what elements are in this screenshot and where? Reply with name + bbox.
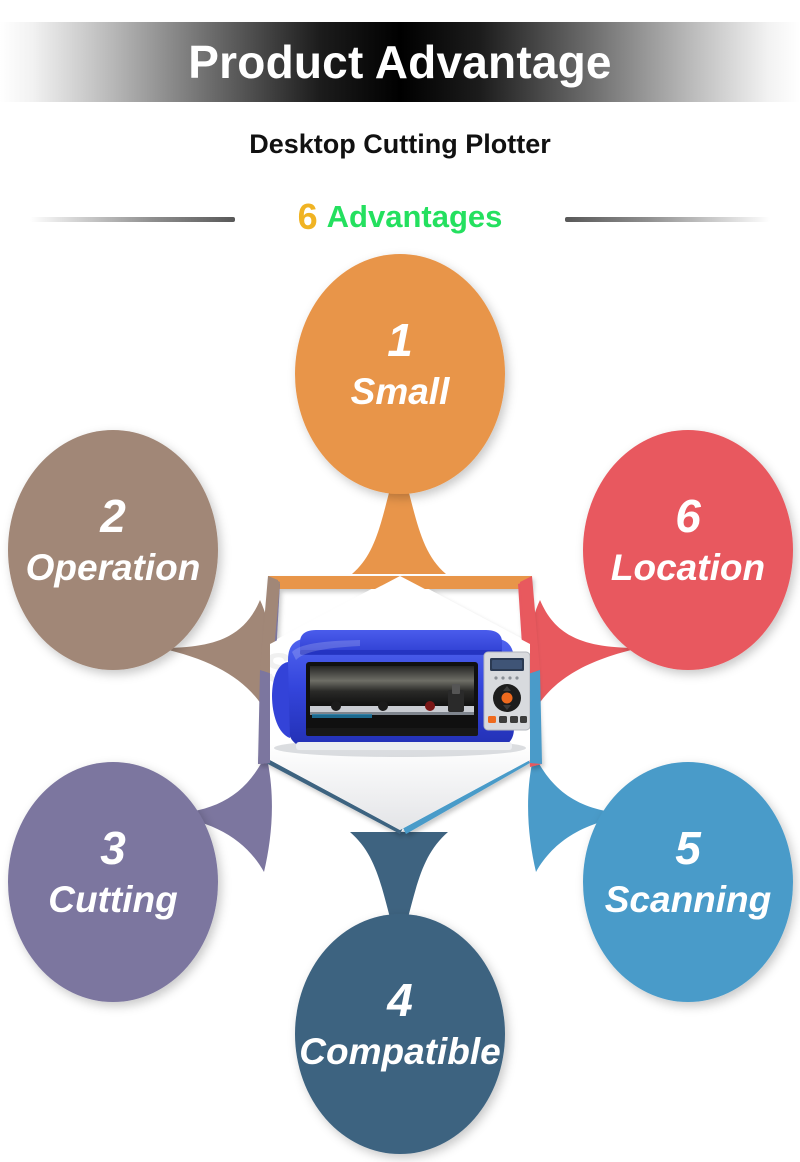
node-5-bubble[interactable] — [583, 762, 793, 1002]
connector-to-node-4 — [350, 832, 448, 950]
plotter-control-panel — [483, 651, 530, 731]
header-banner: Product Advantage — [0, 22, 800, 102]
advantage-node-1[interactable]: 1 Small — [295, 254, 505, 494]
divider-rule-left — [30, 217, 235, 222]
node-1-number: 1 — [387, 314, 413, 366]
advantage-node-2[interactable]: 2 Operation — [8, 430, 218, 670]
page-title: Product Advantage — [188, 36, 612, 88]
advantage-word: Advantages — [326, 199, 503, 234]
node-5-label: Scanning — [605, 879, 772, 920]
connector-to-node-5 — [528, 754, 640, 872]
node-4-bubble[interactable] — [295, 914, 505, 1154]
node-1-label: Small — [351, 371, 450, 412]
node-6-number: 6 — [675, 490, 701, 542]
advantage-node-6[interactable]: 6 Location — [583, 430, 793, 670]
node-2-label: Operation — [26, 547, 201, 588]
advantage-node-5[interactable]: 5 Scanning — [583, 762, 793, 1002]
page-subtitle: Desktop Cutting Plotter — [249, 129, 551, 159]
connector-to-node-2 — [160, 600, 272, 712]
connector-to-node-3 — [160, 754, 272, 872]
plotter-device — [272, 630, 530, 757]
node-4-label: Compatible — [299, 1031, 500, 1072]
node-1-bubble[interactable] — [295, 254, 505, 494]
node-6-bubble[interactable] — [583, 430, 793, 670]
center-hexagon-right-edges — [520, 576, 542, 764]
node-3-bubble[interactable] — [8, 762, 218, 1002]
node-3-label: Cutting — [48, 879, 177, 920]
node-5-number: 5 — [675, 822, 702, 874]
advantage-node-3[interactable]: 3 Cutting — [8, 762, 218, 1002]
node-3-number: 3 — [100, 822, 126, 874]
center-hexagon-left-edges — [258, 576, 280, 764]
advantage-node-4[interactable]: 4 Compatible — [295, 914, 505, 1154]
advantage-count: 6 — [297, 196, 318, 237]
node-2-bubble[interactable] — [8, 430, 218, 670]
connector-to-node-1 — [352, 457, 446, 574]
center-product-image: Sign Machine — [270, 576, 530, 830]
node-6-label: Location — [611, 547, 765, 588]
connector-to-node-6 — [528, 600, 640, 712]
node-2-number: 2 — [99, 490, 126, 542]
node-4-number: 4 — [386, 974, 413, 1026]
advantages-diagram: Sign Machine — [0, 244, 800, 1162]
divider-rule-right — [565, 217, 770, 222]
